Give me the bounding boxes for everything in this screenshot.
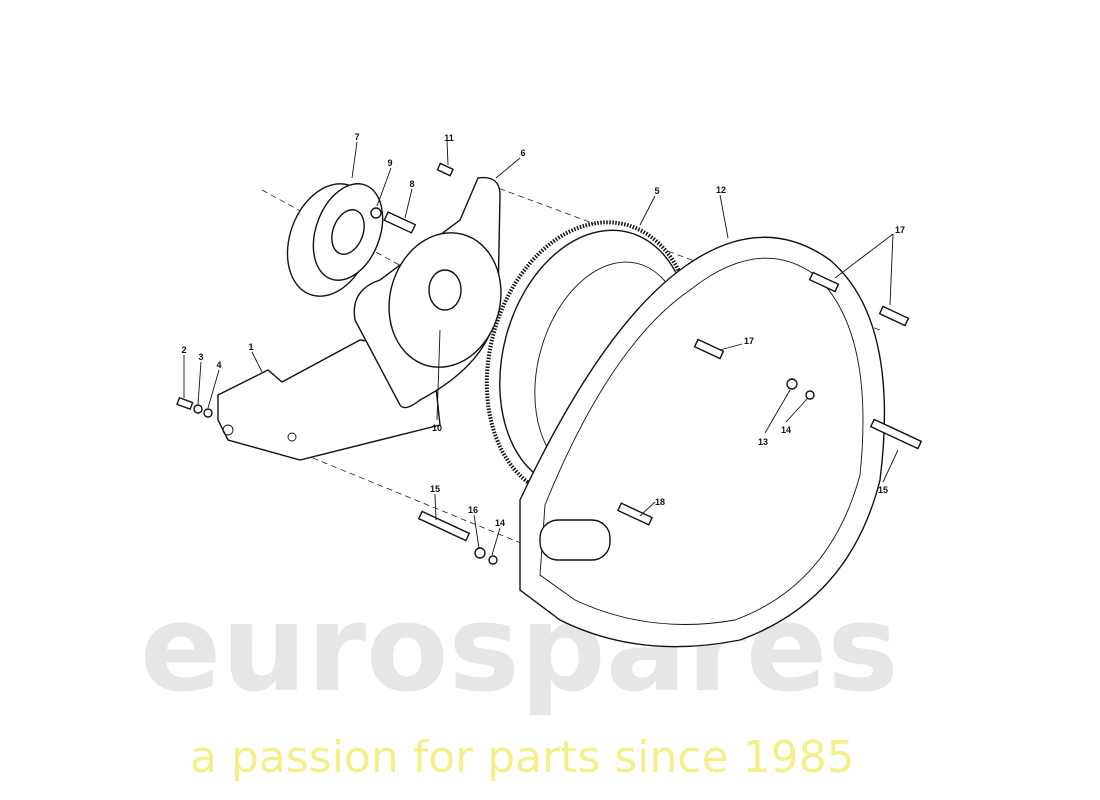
callout-11: 11	[444, 133, 454, 143]
callout-7: 7	[354, 132, 359, 142]
callout-14-lower: 14	[495, 518, 505, 528]
callout-18: 18	[655, 497, 665, 507]
callout-3: 3	[198, 352, 203, 362]
adapter-housing	[519, 236, 886, 648]
callout-9: 9	[387, 158, 392, 168]
spacer-ring	[286, 183, 384, 297]
callout-10: 10	[432, 423, 442, 433]
callout-6: 6	[520, 148, 525, 158]
callout-15: 15	[878, 485, 888, 495]
callout-4: 4	[216, 360, 221, 370]
callout-12: 12	[716, 185, 726, 195]
bolt-11	[436, 162, 454, 177]
watermark-tagline: a passion for parts since 1985	[190, 732, 855, 783]
callout-5: 5	[654, 186, 659, 196]
callout-16: 16	[468, 505, 478, 515]
callout-15-left: 15	[430, 484, 440, 494]
callout-2: 2	[181, 345, 186, 355]
bolt-and-washers	[176, 396, 213, 418]
fasteners	[417, 271, 923, 565]
leader-lines	[183, 139, 899, 556]
callout-13: 13	[758, 437, 768, 447]
callout-17: 17	[895, 225, 905, 235]
callout-14: 14	[781, 425, 791, 435]
callout-17-center: 17	[744, 336, 754, 346]
callout-8: 8	[409, 179, 414, 189]
drive-plate	[353, 176, 502, 409]
callout-1: 1	[248, 342, 253, 352]
callout-labels: 1 2 3 4 5 6 7 8 9 10 11 12 13 14 14 15 1…	[181, 132, 905, 528]
washer-9	[370, 207, 382, 219]
bolt-8	[383, 211, 417, 234]
